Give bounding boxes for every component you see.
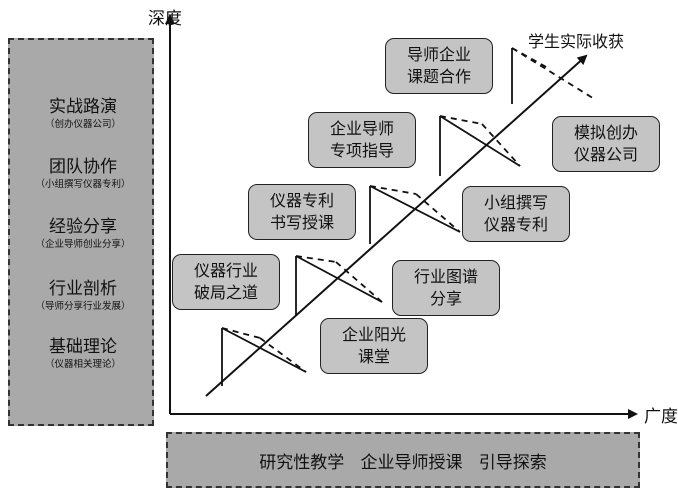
zigzag-1	[221, 327, 307, 386]
box-line: 书写授课	[269, 213, 334, 232]
box-industry-map: 行业图谱 分享	[392, 260, 500, 316]
stage-subtitle: （仪器相关理论）	[44, 359, 121, 370]
zigzag-2	[295, 255, 383, 316]
zigzag-5	[511, 47, 597, 104]
x-axis-label: 广度	[644, 407, 678, 427]
box-enterprise-tutor: 企业导师 专项指导	[308, 112, 416, 168]
stage-title: 行业剖析	[49, 279, 117, 299]
box-patent-course: 仪器专利 书写授课	[248, 184, 356, 240]
box-line: 企业导师	[329, 119, 394, 138]
stage-basic-theory: 基础理论 （仪器相关理论）	[10, 336, 156, 372]
trend-arrow	[205, 54, 588, 397]
box-line: 分享	[429, 289, 462, 308]
zigzag-4	[439, 115, 521, 176]
stage-subtitle: （小组撰写仪器专利）	[35, 179, 131, 190]
zigzag-3	[369, 185, 461, 244]
box-industry-breakthrough: 仪器行业 破局之道	[172, 254, 280, 310]
stage-experience-sharing: 经验分享 （企业导师创业分享）	[10, 216, 156, 252]
stage-industry-analysis: 行业剖析 （导师分享行业发展）	[10, 278, 156, 314]
box-line: 课堂	[357, 347, 390, 366]
box-sunshine-class: 企业阳光 课堂	[320, 318, 428, 374]
box-line: 导师企业	[406, 45, 471, 64]
stage-title: 经验分享	[49, 217, 117, 237]
stages-panel: 实战路演 （创办仪器公司） 团队协作 （小组撰写仪器专利） 经验分享 （企业导师…	[8, 38, 154, 426]
box-tutor-project: 导师企业 课题合作	[385, 38, 493, 94]
box-line: 仪器公司	[573, 145, 638, 164]
box-line: 课题合作	[406, 67, 471, 86]
box-line: 行业图谱	[413, 267, 478, 286]
teaching-methods-bar: 研究性教学 企业导师授课 引导探索	[166, 432, 640, 488]
stage-practice-roadshow: 实战路演 （创办仪器公司）	[10, 96, 156, 132]
box-line: 仪器专利	[483, 215, 548, 234]
stage-subtitle: （导师分享行业发展）	[35, 301, 131, 312]
box-line: 模拟创办	[573, 123, 638, 142]
stage-teamwork: 团队协作 （小组撰写仪器专利）	[10, 156, 156, 192]
box-group-patent: 小组撰写 仪器专利	[462, 186, 570, 242]
stage-title: 实战路演	[49, 97, 117, 117]
box-line: 破局之道	[193, 283, 258, 302]
y-axis-label: 深度	[148, 9, 182, 29]
box-line: 仪器行业	[193, 261, 258, 280]
stage-subtitle: （创办仪器公司）	[44, 119, 121, 130]
box-simulate-company: 模拟创办 仪器公司	[552, 116, 660, 172]
stage-subtitle: （企业导师创业分享）	[35, 239, 131, 250]
stage-title: 基础理论	[49, 337, 117, 357]
box-line: 企业阳光	[341, 325, 406, 344]
box-line: 仪器专利	[269, 191, 334, 210]
box-line: 小组撰写	[483, 193, 548, 212]
box-line: 专项指导	[329, 141, 394, 160]
stage-title: 团队协作	[49, 157, 117, 177]
trend-label: 学生实际收获	[528, 32, 625, 51]
